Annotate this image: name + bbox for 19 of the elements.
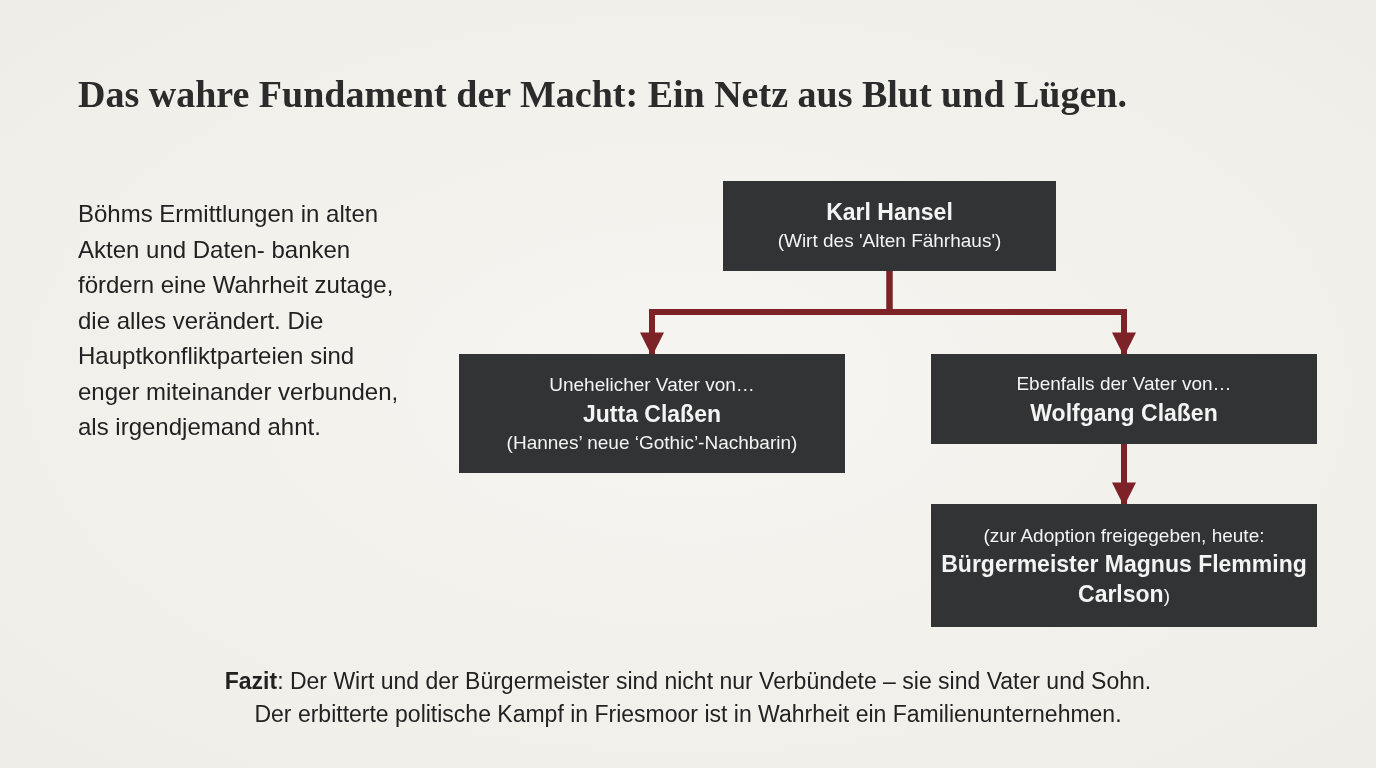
person-name: Wolfgang Claßen [1030,399,1218,428]
person-box [931,354,1317,444]
person-note: Ebenfalls der Vater von… [1016,372,1232,396]
person-note: (zur Adoption freigegeben, heute: [983,523,1265,548]
title: Das wahre Fundament der Macht: Ein Netz aus Blut und Lügen. [78,72,1127,116]
person-box [459,354,845,473]
arrow [1112,444,1136,507]
description-paragraph: Böhms Ermittlungen in alten Akten und Daten- banken fördern eine Wahrheit zutage, die alles verändert. Die Hauptkonfliktparteien sind enger miteinander verbunden, als irgendjemand ahnt. [78,199,400,442]
person-note: Unehelicher Vater von… [549,372,755,397]
person-box [723,181,1056,271]
person-note: (Hannes’ neue ‘Gothic’-Nachbarin) [506,430,798,455]
conclusion-text: Der erbitterte politische Kampf in Friesmoor ist in Wahrheit ein Familienunternehmen. [253,700,1123,729]
arrow [886,271,1136,357]
person-name: Karl Hansel [826,198,953,227]
person-box [931,504,1317,627]
conclusion-text: Fazit: Der Wirt und der Bürgermeister sind nicht nur Verbündete – sie sind Vater und Sohn. [223,667,1153,696]
person-name: Jutta Claßen [583,399,721,429]
person-note: (Wirt des 'Alten Fährhaus') [777,229,1002,253]
person-note: Bürgermeister Magnus Flemming Carlson) [941,549,1307,609]
